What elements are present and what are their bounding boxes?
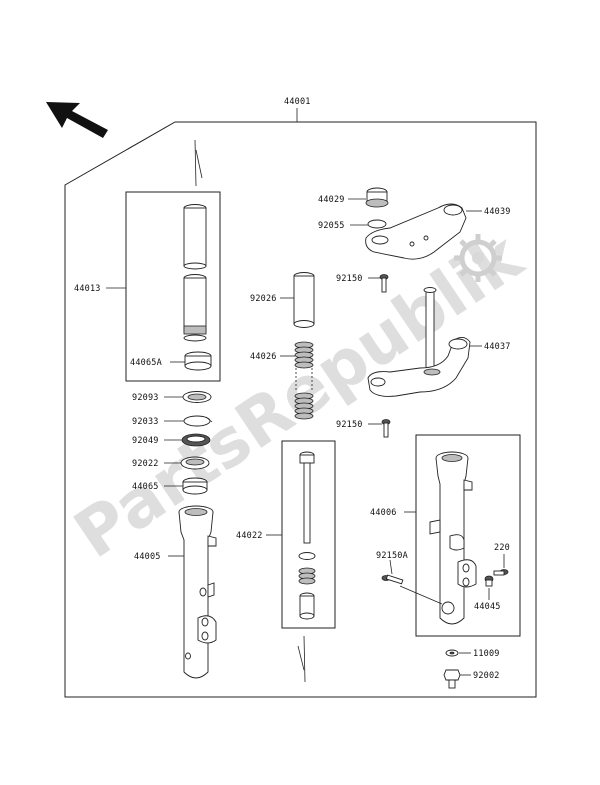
label-92033: 92033 (132, 417, 159, 427)
subassembly-box-44006 (415, 434, 521, 637)
bolt-220 (493, 569, 509, 576)
label-44065: 44065 (132, 482, 159, 492)
label-44045: 44045 (474, 602, 501, 612)
bushing-44065 (182, 477, 208, 495)
label-44013: 44013 (74, 284, 101, 294)
label-220: 220 (494, 543, 510, 553)
label-44022: 44022 (236, 531, 263, 541)
nut-44045 (484, 575, 494, 587)
subassembly-box-44022 (281, 440, 336, 629)
label-44026: 44026 (250, 352, 277, 362)
label-11009: 11009 (473, 649, 500, 659)
assembly-frame (64, 121, 537, 698)
bushing-44065A (184, 351, 212, 371)
label-44037: 44037 (484, 342, 511, 352)
label-92026: 92026 (250, 294, 277, 304)
label-92093: 92093 (132, 393, 159, 403)
damper-rod-44022 (298, 451, 316, 620)
subassembly-box-44013 (125, 191, 221, 382)
label-44005: 44005 (134, 552, 161, 562)
label-92150-upper: 92150 (336, 274, 363, 284)
gear-watermark-icon (454, 234, 502, 282)
label-92049: 92049 (132, 436, 159, 446)
bolt-92150A (381, 574, 404, 585)
washer-11009 (445, 649, 459, 657)
outer-tube-right-44006 (429, 451, 477, 625)
bolt-92002 (443, 669, 461, 689)
o-ring-92055 (367, 219, 387, 229)
fork-inner-tube (183, 204, 207, 342)
label-92150-lower: 92150 (336, 420, 363, 430)
label-92002: 92002 (473, 671, 500, 681)
bolt-92150-lower (381, 419, 391, 438)
label-44006: 44006 (370, 508, 397, 518)
cap-44029 (365, 187, 389, 208)
bolt-92150-upper (379, 274, 389, 293)
dust-seal-92093 (182, 391, 212, 403)
label-92022: 92022 (132, 459, 159, 469)
direction-arrow-icon (46, 102, 108, 138)
lower-bracket-44037 (367, 287, 471, 397)
label-44065A: 44065A (130, 358, 162, 368)
outer-tube-left-44005 (178, 505, 217, 679)
label-44001: 44001 (284, 97, 311, 107)
spring-44026 (294, 341, 314, 420)
upper-bracket-44039 (365, 203, 467, 260)
spacer-92026 (293, 272, 315, 328)
label-44029: 44029 (318, 195, 345, 205)
label-44039: 44039 (484, 207, 511, 217)
washer-92022 (180, 456, 210, 470)
oil-seal-92049 (181, 433, 211, 447)
label-92150A: 92150A (376, 551, 408, 561)
label-92055: 92055 (318, 221, 345, 231)
